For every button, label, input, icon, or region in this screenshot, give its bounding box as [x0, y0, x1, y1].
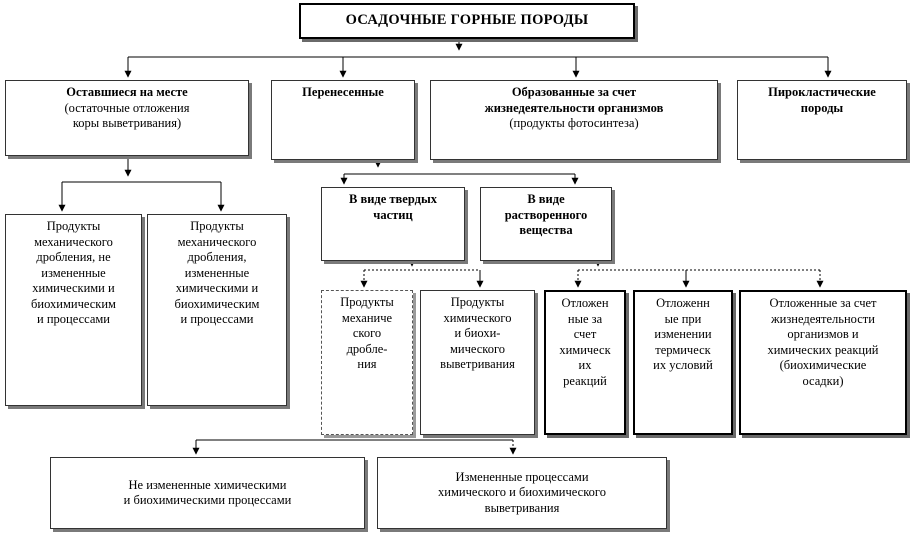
box-transported: Перенесенные [271, 80, 415, 160]
biochemical-deposits-text: Отложенные за счет жизнедеятельности орг… [767, 296, 879, 388]
chemical-deposits-text: Отложен ные за счет химическ их реакций [559, 296, 611, 388]
box-organic: Образованные за счет жизнедеятельности о… [430, 80, 718, 160]
unchanged-processes-text: Не измененные химическими и биохимически… [123, 477, 292, 508]
box-biochemical-deposits: Отложенные за счет жизнедеятельности орг… [739, 290, 907, 435]
box-mech-unchanged: Продукты механического дробления, не изм… [5, 214, 142, 406]
organic-sub: (продукты фотосинтеза) [509, 116, 639, 130]
box-dissolved: В виде растворенного вещества [480, 187, 612, 261]
box-mech-changed: Продукты механического дробления, измене… [147, 214, 287, 406]
pyroclastic-heading: Пирокластические породы [768, 85, 876, 115]
remained-sub: (остаточные отложения коры выветривания) [64, 100, 190, 131]
thermal-deposits-text: Отложенн ые при изменении термическ их у… [653, 296, 713, 372]
title-box: ОСАДОЧНЫЕ ГОРНЫЕ ПОРОДЫ [299, 3, 635, 39]
box-changed-processes: Измененные процессами химического и биох… [377, 457, 667, 529]
dissolved-text: В виде растворенного вещества [504, 192, 588, 237]
box-thermal-deposits: Отложенн ые при изменении термическ их у… [633, 290, 733, 435]
mech-changed-text: Продукты механического дробления, измене… [174, 219, 260, 326]
box-solid-particles: В виде твердых частиц [321, 187, 465, 261]
title-text: ОСАДОЧНЫЕ ГОРНЫЕ ПОРОДЫ [345, 12, 589, 29]
transported-heading: Перенесенные [302, 85, 384, 99]
remained-heading: Оставшиеся на месте [66, 85, 188, 99]
changed-processes-text: Измененные процессами химического и биох… [438, 469, 606, 515]
box-chem-weathering: Продукты химического и биохи- мического … [420, 290, 535, 435]
chem-weathering-text: Продукты химического и биохи- мического … [440, 295, 515, 371]
mech-crushing-text: Продукты механиче ского дробле- ния [340, 295, 394, 371]
box-pyroclastic: Пирокластические породы [737, 80, 907, 160]
solid-particles-text: В виде твердых частиц [349, 192, 437, 222]
box-chemical-deposits: Отложен ные за счет химическ их реакций [544, 290, 626, 435]
box-unchanged-processes: Не измененные химическими и биохимически… [50, 457, 365, 529]
box-mech-crushing: Продукты механиче ского дробле- ния [321, 290, 413, 435]
box-remained: Оставшиеся на месте (остаточные отложени… [5, 80, 249, 156]
mech-unchanged-text: Продукты механического дробления, не изм… [31, 219, 116, 326]
organic-heading: Образованные за счет жизнедеятельности о… [484, 85, 664, 115]
